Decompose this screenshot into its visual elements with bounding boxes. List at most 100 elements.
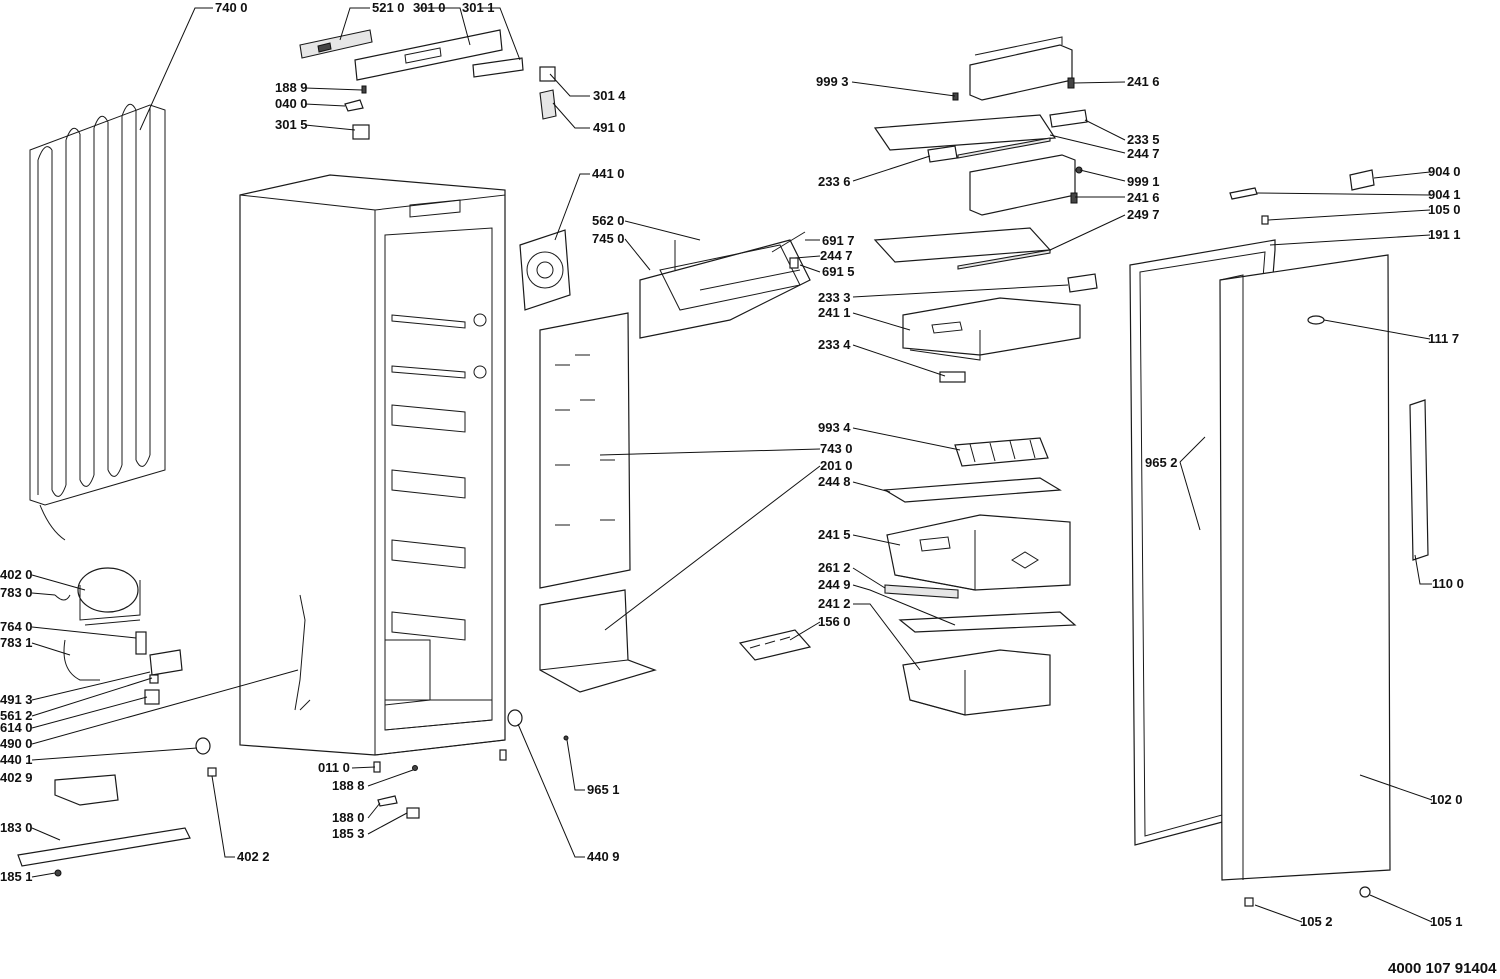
egg-tray-1560 <box>738 629 812 661</box>
protector-6140 <box>144 689 160 705</box>
control-board <box>299 29 373 59</box>
sensor-6917 <box>771 231 806 253</box>
label-0110: 011 0 <box>318 760 350 775</box>
label-1911: 191 1 <box>1428 227 1461 242</box>
label-4410: 441 0 <box>592 166 625 181</box>
door-handle-1100 <box>1409 399 1429 561</box>
cover-3014 <box>539 66 556 82</box>
part-labels: 740 0 521 0 301 0 301 1 188 9 040 0 301 … <box>0 0 1464 929</box>
compressor <box>77 567 141 626</box>
label-9993: 999 3 <box>816 74 849 89</box>
label-2448: 244 8 <box>818 474 851 489</box>
label-5612: 561 2 <box>0 708 33 723</box>
label-4022: 402 2 <box>237 849 270 864</box>
cabinet-shelf-rails <box>391 314 466 641</box>
bushing-1052 <box>1244 897 1254 907</box>
screw-9993 <box>952 92 959 101</box>
label-2334: 233 4 <box>818 337 851 352</box>
label-6917: 691 7 <box>822 233 855 248</box>
base-plate-1830 <box>17 827 191 867</box>
drawer-2415 <box>886 514 1071 591</box>
bracket-0400 <box>344 99 364 112</box>
grommet-4401 <box>195 737 211 755</box>
pin-9651 <box>563 735 569 741</box>
label-2336: 233 6 <box>818 174 851 189</box>
label-2612: 261 2 <box>818 560 851 575</box>
label-6915: 691 5 <box>822 264 855 279</box>
leader-lines <box>31 7 1433 923</box>
label-2415: 241 5 <box>818 527 851 542</box>
cap-1853 <box>406 807 420 819</box>
glass-shelf-2448 <box>883 477 1062 503</box>
lamp-holder-4910 <box>539 89 557 120</box>
bracket-2335 <box>1049 109 1088 128</box>
trim-2612 <box>884 584 959 599</box>
clip-2334 <box>939 371 966 383</box>
label-1050: 105 0 <box>1428 202 1461 217</box>
label-2416b: 241 6 <box>1127 190 1160 205</box>
label-2447a: 244 7 <box>820 248 853 263</box>
drain-plug-4409 <box>507 709 523 727</box>
label-7430: 743 0 <box>820 441 853 456</box>
hinge-1051 <box>1359 886 1371 898</box>
label-5620: 562 0 <box>592 213 625 228</box>
glass-shelf-2412 <box>898 611 1077 633</box>
label-1117: 111 7 <box>1428 331 1459 346</box>
clip-6915 <box>789 257 799 269</box>
label-9040: 904 0 <box>1428 164 1461 179</box>
label-9991: 999 1 <box>1127 174 1160 189</box>
label-4910: 491 0 <box>593 120 626 135</box>
clip-4022 <box>207 767 217 777</box>
compressor-pipe-7830 <box>54 594 71 601</box>
label-4401: 440 1 <box>0 752 33 767</box>
label-2449: 244 9 <box>818 577 851 592</box>
lower-bracket <box>539 589 657 693</box>
label-1560: 156 0 <box>818 614 851 629</box>
label-2416a: 241 6 <box>1127 74 1160 89</box>
screw-1888 <box>412 765 418 771</box>
label-4029: 402 9 <box>0 770 33 785</box>
label-3010: 301 0 <box>413 0 446 15</box>
label-7831: 783 1 <box>0 635 33 650</box>
label-1100: 110 0 <box>1432 576 1464 591</box>
label-4409: 440 9 <box>587 849 620 864</box>
foot-1851 <box>54 869 62 877</box>
trim-strip-2447 <box>957 137 1051 159</box>
power-cord-4900 <box>294 594 311 711</box>
bracket-2333 <box>1067 273 1098 293</box>
label-1830: 183 0 <box>0 820 33 835</box>
label-1853: 185 3 <box>332 826 365 841</box>
foot-front-right <box>499 749 507 761</box>
label-3015: 301 5 <box>275 117 308 132</box>
pipe-7831 <box>63 639 100 681</box>
door-panel-1020 <box>1219 254 1391 881</box>
label-9652: 965 2 <box>1145 455 1178 470</box>
glass-shelf-2497 <box>873 227 1052 270</box>
label-4020: 402 0 <box>0 567 33 582</box>
label-3011: 301 1 <box>462 0 495 15</box>
label-9651: 965 1 <box>587 782 620 797</box>
glass-shelf-2447 <box>873 114 1057 151</box>
bracket-2336 <box>927 145 958 163</box>
condenser-coil <box>29 103 166 541</box>
label-7450: 745 0 <box>592 231 625 246</box>
drawer-2412 <box>902 649 1051 716</box>
label-1889: 188 9 <box>275 80 308 95</box>
evaporator-duct <box>639 239 811 339</box>
label-3014: 301 4 <box>593 88 626 103</box>
label-7640: 764 0 <box>0 619 33 634</box>
label-1020: 102 0 <box>1430 792 1463 807</box>
label-0400: 040 0 <box>275 96 308 111</box>
label-4900: 490 0 <box>0 736 33 751</box>
clip-5612 <box>149 674 159 684</box>
label-9934: 993 4 <box>818 420 851 435</box>
label-2412: 241 2 <box>818 596 851 611</box>
upper-flap-2416 <box>969 36 1075 101</box>
label-1051: 105 1 <box>1430 914 1463 929</box>
drawer-2411 <box>902 297 1081 361</box>
door-hinge-9040 <box>1349 169 1375 191</box>
small-screw-1889 <box>361 85 367 94</box>
label-4913: 491 3 <box>0 692 33 707</box>
hinge-cover-9041 <box>1229 187 1258 200</box>
